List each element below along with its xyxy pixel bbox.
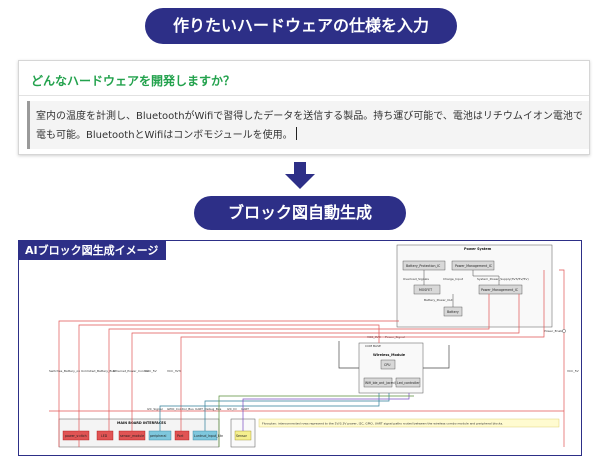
mb-port-label: Port (177, 434, 184, 438)
text-caret (295, 127, 297, 140)
divider (19, 95, 589, 96)
diagram-note: Floorplan: interconnected rows represent… (262, 422, 503, 426)
led-controller-label: Led_controller (397, 381, 420, 385)
mosfet-block (413, 284, 441, 295)
cpu-block (380, 359, 396, 370)
diagram-note-box (258, 418, 560, 428)
mb-peripheral-label: peripheral (150, 434, 166, 438)
label-vcc-5v: VCC_5V (145, 369, 158, 373)
label-battery-power: Battery_Power_Out (424, 298, 453, 302)
label-i2c: I2C_Signal (147, 407, 163, 411)
mb-sensor-module-label: sensor_module (120, 434, 144, 438)
mb-led-label: LED (101, 434, 108, 438)
label-system-supply: System_Power_Supply(3V3/5V/5V) (477, 277, 529, 281)
label-battery-bus: Unlimited_Battery_Bus (81, 369, 116, 373)
block-diagram-panel: Power System Battery_Protection_IC Power… (18, 240, 582, 456)
power-management-label: Power_Management_IC (455, 264, 493, 268)
mb-input-btn-label: Luntrud_Input_Btn (194, 434, 223, 438)
label-vcc-3v3-b: VCC_3V3 (167, 369, 181, 373)
main-board-title: MAIN BOARD INTERFACES (117, 421, 167, 425)
answer-input[interactable]: 室内の温度を計測し、BluetoothがWifiで習得したデータを送信する製品。… (27, 101, 589, 149)
generate-step-label: ブロック図自動生成 (194, 196, 406, 230)
power-management-2-block (478, 284, 523, 295)
mb-power-switch-label: power_switch (65, 434, 87, 438)
battery-label: Battery (447, 310, 459, 314)
label-switches: Switches_Battery_on (49, 369, 80, 373)
page-header: 作りたいハードウェアの仕様を入力 (145, 8, 457, 44)
answer-line-2: 電も可能。BluetoothとWifiはコンボモジュールを使用。 (36, 126, 581, 145)
label-vcc-5v-right: VCC_5V (567, 369, 580, 373)
answer-line-1: 室内の温度を計測し、BluetoothがWifiで習得したデータを送信する製品。… (36, 111, 583, 122)
antenna-label: Wifi_ble_ant_(acmi) (365, 381, 396, 385)
mb-led (96, 430, 114, 441)
down-arrow-icon (285, 162, 315, 189)
label-overload: Overload_Signals (403, 277, 429, 281)
label-gpio: GPIO_Control_Bus (167, 407, 194, 411)
power-system-title: Power System (464, 247, 492, 251)
wireless-small-title: COM BASE (365, 344, 381, 348)
sensor-label: Sensor (236, 434, 248, 438)
label-uart: UART (241, 407, 249, 411)
label-uart-debug: UART_Debug_Bus (195, 407, 222, 411)
power-management-2-label: Power_Management_IC (481, 288, 519, 292)
label-ethernet: Ethernet_Power_Control (113, 369, 149, 373)
label-i2c-io: I2C_IO (227, 407, 237, 411)
mb-power-switch (62, 430, 90, 441)
block-diagram: Power System Battery_Protection_IC Power… (19, 241, 581, 455)
question-card: どんなハードウェアを開発しますか？ 室内の温度を計測し、BluetoothがWi… (18, 60, 590, 155)
cpu-label: CPU (384, 363, 391, 367)
led-controller-block (395, 377, 421, 388)
wireless-module-title: Wireless_Module (373, 353, 406, 357)
battery-protection-label: Battery_Protection_IC (406, 264, 441, 268)
question-title: どんなハードウェアを開発しますか？ (31, 74, 236, 88)
diagram-title: AIブロック図生成イメージ (19, 241, 167, 260)
label-power-enable: Power_Enable (544, 329, 565, 333)
antenna-block (363, 377, 393, 388)
mb-port (174, 430, 190, 441)
mosfet-label: MOSFET (419, 288, 432, 292)
label-charge-input: Charge_Input (443, 277, 464, 281)
